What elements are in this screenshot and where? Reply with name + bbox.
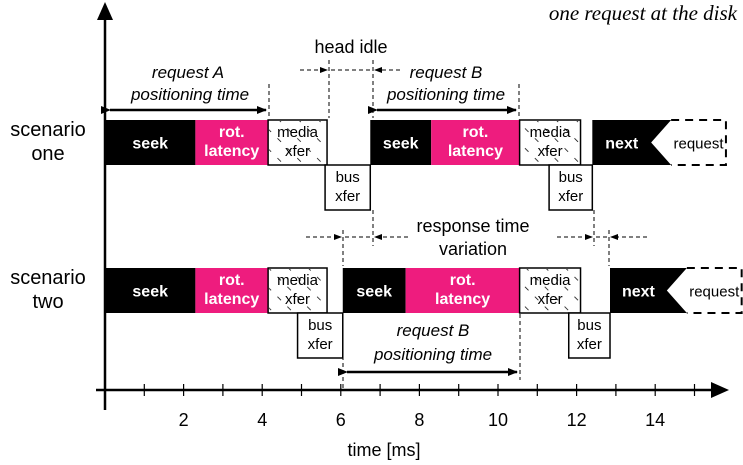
row-label: scenario <box>10 267 86 289</box>
annotation-head-idle: head idle <box>300 37 400 118</box>
segment-seek: seek <box>105 120 196 165</box>
response-variation-line2: variation <box>439 239 507 259</box>
segment-label: media <box>530 272 572 289</box>
segment-label: seek <box>383 136 419 153</box>
segment-label: media <box>277 124 319 141</box>
segment-label: latency <box>435 291 490 308</box>
axes: 2 4 6 8 10 12 14 time [ms] <box>96 2 729 460</box>
x-tick-label: 12 <box>567 410 587 430</box>
x-tick-label: 14 <box>645 410 665 430</box>
segment-request: request <box>686 267 743 314</box>
y-axis-arrow-icon <box>97 2 113 20</box>
segment-label: rot. <box>450 272 476 289</box>
x-tick-label: 4 <box>257 410 267 430</box>
request-a-line1: request A <box>152 63 224 82</box>
segment-media: media xfer <box>518 267 582 314</box>
segment-label: next <box>605 136 639 153</box>
segment-label: next <box>622 284 656 301</box>
annotation-response-variation: response time variation <box>306 210 647 266</box>
head-idle-label: head idle <box>314 37 387 57</box>
segment-label: rot. <box>219 272 245 289</box>
diagram-title: one request at the disk <box>549 1 738 25</box>
segment-seek: seek <box>105 268 196 313</box>
response-variation-line1: response time <box>416 216 529 236</box>
annotation-request-b-top: request B positioning time <box>368 63 520 118</box>
request-b-bottom-line1: request B <box>397 321 470 340</box>
segment-label: xfer <box>538 143 563 160</box>
row-label: one <box>31 143 64 165</box>
request-b-top-line2: positioning time <box>386 85 505 104</box>
segment-label: xfer <box>558 188 583 205</box>
segment-seek: seek <box>342 268 406 313</box>
segment-rot: rot. latency <box>195 268 269 313</box>
segment-bus: bus xfer <box>296 312 344 359</box>
segment-bus: bus xfer <box>324 164 372 211</box>
segment-media: media xfer <box>267 119 328 166</box>
segment-label: xfer <box>577 336 602 353</box>
segment-rot: rot. latency <box>405 268 520 313</box>
segment-rot: rot. latency <box>195 120 269 165</box>
segment-label: xfer <box>335 188 360 205</box>
annotation-request-a: request A positioning time <box>101 63 270 118</box>
row-label: scenario <box>10 119 86 141</box>
segment-next: next <box>610 268 687 313</box>
segment-label: bus <box>577 317 601 334</box>
segment-media: media xfer <box>267 267 328 314</box>
segment-bus: bus xfer <box>567 312 611 359</box>
segment-label: latency <box>448 143 503 160</box>
segment-label: request <box>674 136 725 153</box>
x-tick-label: 2 <box>179 410 189 430</box>
segment-media: media xfer <box>518 119 582 166</box>
x-tick-label: 10 <box>488 410 508 430</box>
segment-label: bus <box>336 169 360 186</box>
segment-label: request <box>689 284 740 301</box>
segment-bus: bus xfer <box>548 164 594 211</box>
segment-label: bus <box>559 169 583 186</box>
segment-request: request <box>671 119 727 166</box>
annotation-request-b-bottom: request B positioning time <box>338 314 521 388</box>
segment-next: next <box>592 120 672 165</box>
row-label: two <box>32 291 63 313</box>
segment-rot: rot. latency <box>431 120 520 165</box>
segment-label: media <box>530 124 572 141</box>
segment-seek: seek <box>370 120 432 165</box>
segment-label: latency <box>204 143 259 160</box>
segment-label: xfer <box>538 291 563 308</box>
segment-label: bus <box>308 317 332 334</box>
segment-label: seek <box>356 284 392 301</box>
request-a-line2: positioning time <box>130 85 249 104</box>
request-b-bottom-line2: positioning time <box>373 345 492 364</box>
segment-label: seek <box>132 136 168 153</box>
segment-label: xfer <box>285 143 310 160</box>
segment-label: latency <box>204 291 259 308</box>
segment-label: rot. <box>463 124 489 141</box>
x-tick-label: 8 <box>414 410 424 430</box>
segment-label: media <box>277 272 319 289</box>
x-axis-arrow-icon <box>711 382 729 398</box>
request-b-top-line1: request B <box>410 63 483 82</box>
x-axis-label: time [ms] <box>347 440 420 460</box>
segment-label: rot. <box>219 124 245 141</box>
segment-label: xfer <box>308 336 333 353</box>
segment-label: xfer <box>285 291 310 308</box>
x-tick-label: 6 <box>336 410 346 430</box>
segment-label: seek <box>132 284 168 301</box>
